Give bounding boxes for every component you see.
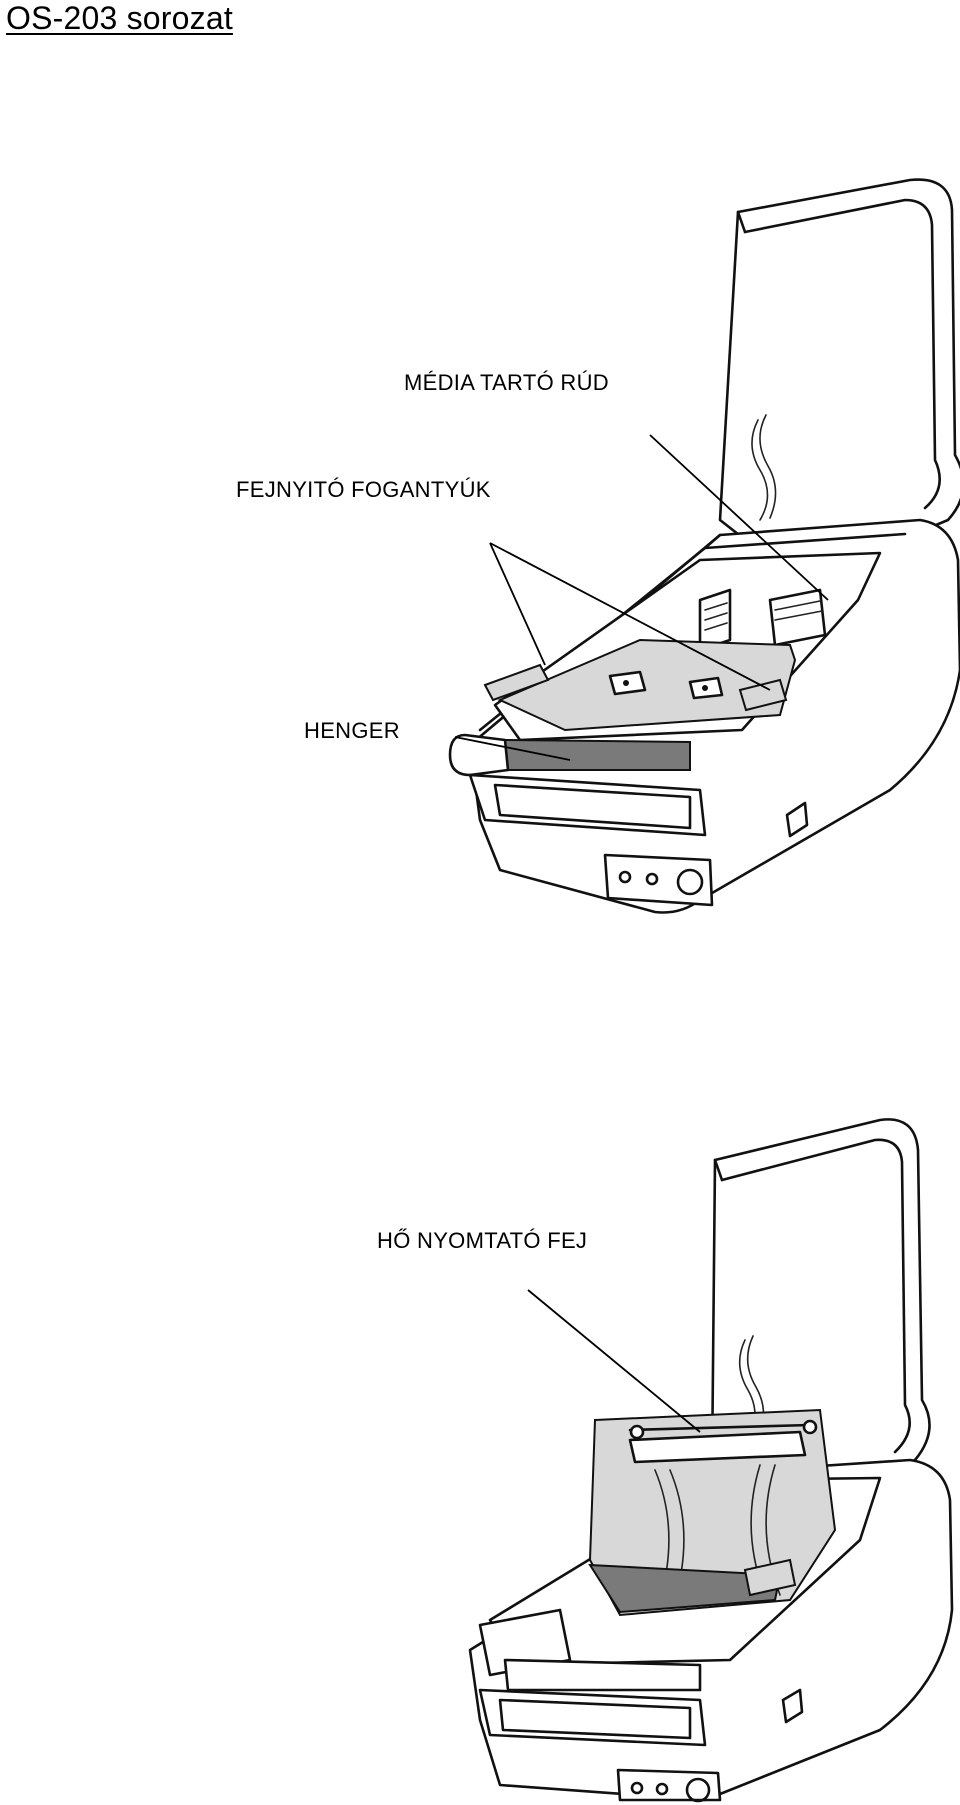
printer-lid [718,178,960,547]
label-head-release: FEJNYITÓ FOGANTYÚK [236,477,491,502]
printer-lid-2 [710,1118,931,1482]
print-head-assembly [588,1408,837,1617]
paper-exit [468,773,707,837]
leader-handle-left [489,542,546,666]
leader-platen [454,736,571,761]
control-panel-2 [616,1768,722,1802]
label-print-head: HŐ NYOMTATÓ FEJ [377,1228,588,1253]
printer-open-diagram-1 [448,178,960,914]
release-handle-left [483,663,550,702]
print-head-plate [497,638,797,732]
page-title: OS-203 sorozat [6,0,233,36]
thermal-print-head [588,1563,782,1614]
platen-roller [503,738,691,771]
printer-body-2 [468,1458,954,1802]
leader-media-holder [649,434,829,601]
platen-roller-2 [503,1658,702,1692]
release-handle-right [738,678,788,712]
leader-print-head [527,1289,701,1433]
leader-handle-right [489,542,771,691]
label-platen: HENGER [304,718,400,743]
label-media-holder: MÉDIA TARTÓ RÚD [404,370,609,395]
